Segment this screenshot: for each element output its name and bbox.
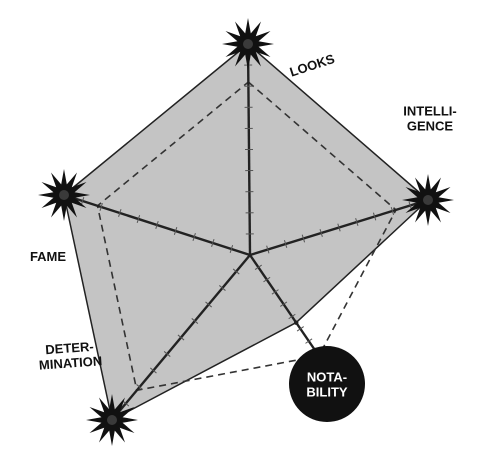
axis-label-line: NOTA- <box>307 370 347 385</box>
axis-label-determination: DETER-MINATION <box>37 338 102 372</box>
star-center-intelligence <box>423 195 433 205</box>
axis-label-intelligence: INTELLI-GENCE <box>403 104 456 134</box>
series-area-0 <box>64 44 428 420</box>
axis-label-line: LOOKS <box>288 51 337 80</box>
axis-label-line: FAME <box>30 249 66 264</box>
axis-label-line: GENCE <box>407 119 454 134</box>
axis-label-looks: LOOKS <box>288 51 337 80</box>
axis-label-notability: NOTA-BILITY <box>306 370 347 400</box>
axis-label-line: INTELLI- <box>403 104 456 119</box>
axis-label-line: MINATION <box>38 353 102 372</box>
axis-label-line: BILITY <box>306 385 347 400</box>
star-center-determination <box>107 415 117 425</box>
star-center-fame <box>59 190 69 200</box>
star-center-looks <box>243 39 253 49</box>
axis-label-fame: FAME <box>30 249 66 264</box>
